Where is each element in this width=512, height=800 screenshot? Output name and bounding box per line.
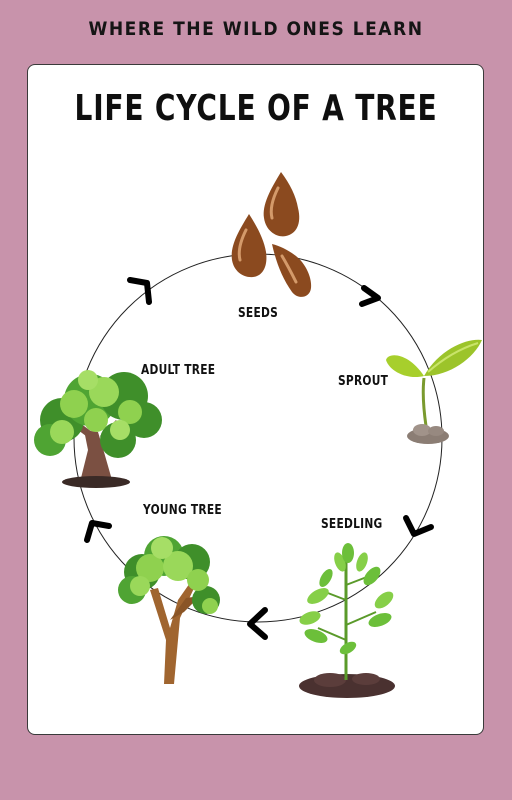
arrow-icon-bottom-right: [403, 515, 434, 537]
stage-label-adult-tree: ADULT TREE: [141, 363, 216, 378]
arrow-icon-top-right: [359, 285, 381, 307]
arrow-icon-left: [84, 520, 112, 543]
stage-label-seedling: SEEDLING: [321, 517, 383, 532]
page-title: LIFE CYCLE OF A TREE: [74, 88, 438, 129]
seeds-icon: [231, 172, 312, 297]
stage-label-young-tree: YOUNG TREE: [143, 503, 222, 518]
adult-tree-icon: [34, 370, 162, 488]
arrow-icon-bottom: [247, 607, 268, 640]
header-title: WHERE THE WILD ONES LEARN: [88, 18, 424, 40]
stage-label-seeds: SEEDS: [238, 306, 279, 321]
sprout-icon: [386, 339, 482, 444]
seedling-icon: [299, 543, 395, 698]
arrow-icon-top-left: [127, 277, 152, 305]
young-tree-icon: [118, 536, 220, 684]
stage-label-sprout: SPROUT: [338, 374, 389, 389]
